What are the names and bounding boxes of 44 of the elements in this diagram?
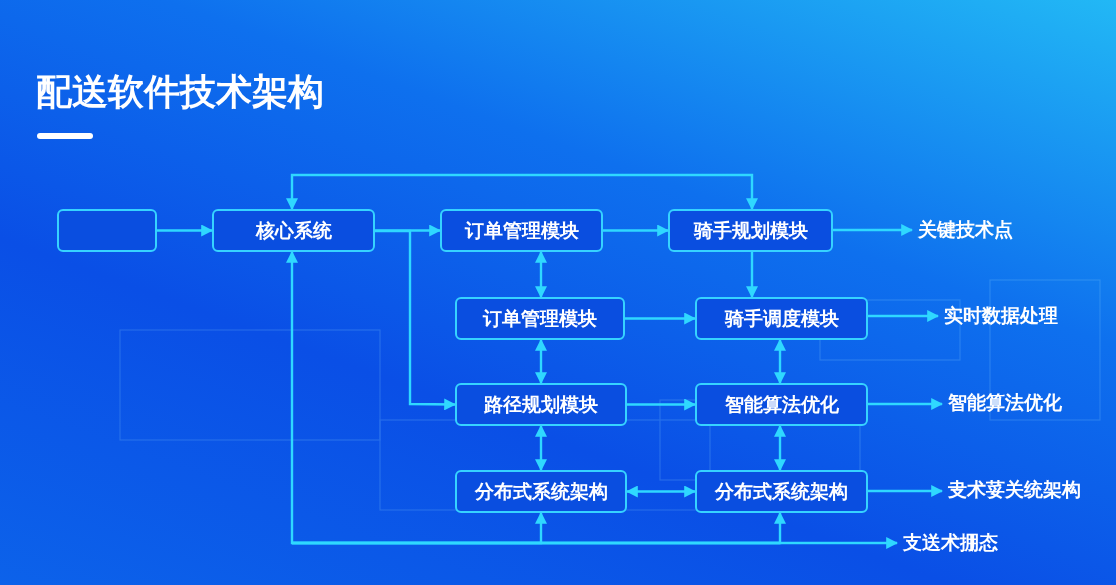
- process-box: [695, 470, 868, 513]
- node-text: 分布式系统架构: [474, 478, 608, 504]
- arrow: [535, 338, 547, 385]
- node-text: 叏术荽关统架构: [948, 477, 1081, 502]
- arrow: [627, 398, 697, 411]
- arrow: [868, 485, 944, 497]
- arrow: [603, 224, 670, 237]
- arrow: [375, 229, 457, 411]
- arrow: [535, 424, 547, 472]
- node-text: 骑手调度模块: [724, 305, 839, 331]
- process-box: [695, 297, 868, 340]
- arrow: [292, 537, 899, 549]
- process-box: [455, 383, 627, 426]
- arrow: [774, 424, 786, 472]
- node-text: 关键技术点: [918, 217, 1013, 242]
- arrow: [833, 224, 914, 236]
- node-text: 智能算法优化: [948, 390, 1062, 415]
- node-text: 骑手规划模块: [693, 217, 808, 243]
- node-text: 支送术掤态: [903, 530, 998, 555]
- process-box: [57, 209, 157, 252]
- arrow: [746, 252, 758, 299]
- node-text: 智能算法优化: [724, 391, 839, 417]
- process-box: [455, 297, 625, 340]
- arrow: [157, 224, 214, 237]
- process-box: [455, 470, 627, 513]
- node-text: 路径规划模块: [484, 391, 598, 417]
- process-box: [440, 209, 603, 252]
- node-text: 订单管理模块: [464, 217, 579, 243]
- process-box: [668, 209, 833, 252]
- arrow: [625, 485, 697, 498]
- arrow: [868, 310, 940, 322]
- node-text: 核心系统: [255, 217, 332, 243]
- arrow: [774, 338, 786, 385]
- node-text: 订单管理模块: [483, 305, 597, 331]
- arrow: [625, 312, 697, 325]
- arrow: [286, 173, 758, 211]
- arrow: [535, 250, 547, 299]
- arrow: [375, 224, 442, 237]
- arrow: [868, 398, 944, 410]
- node-text: 实时数据处理: [944, 303, 1058, 328]
- node-text: 分布式系统架构: [715, 478, 848, 504]
- title: 配送软件技术架构: [36, 70, 324, 114]
- process-box: [212, 209, 375, 252]
- process-box: [695, 383, 868, 426]
